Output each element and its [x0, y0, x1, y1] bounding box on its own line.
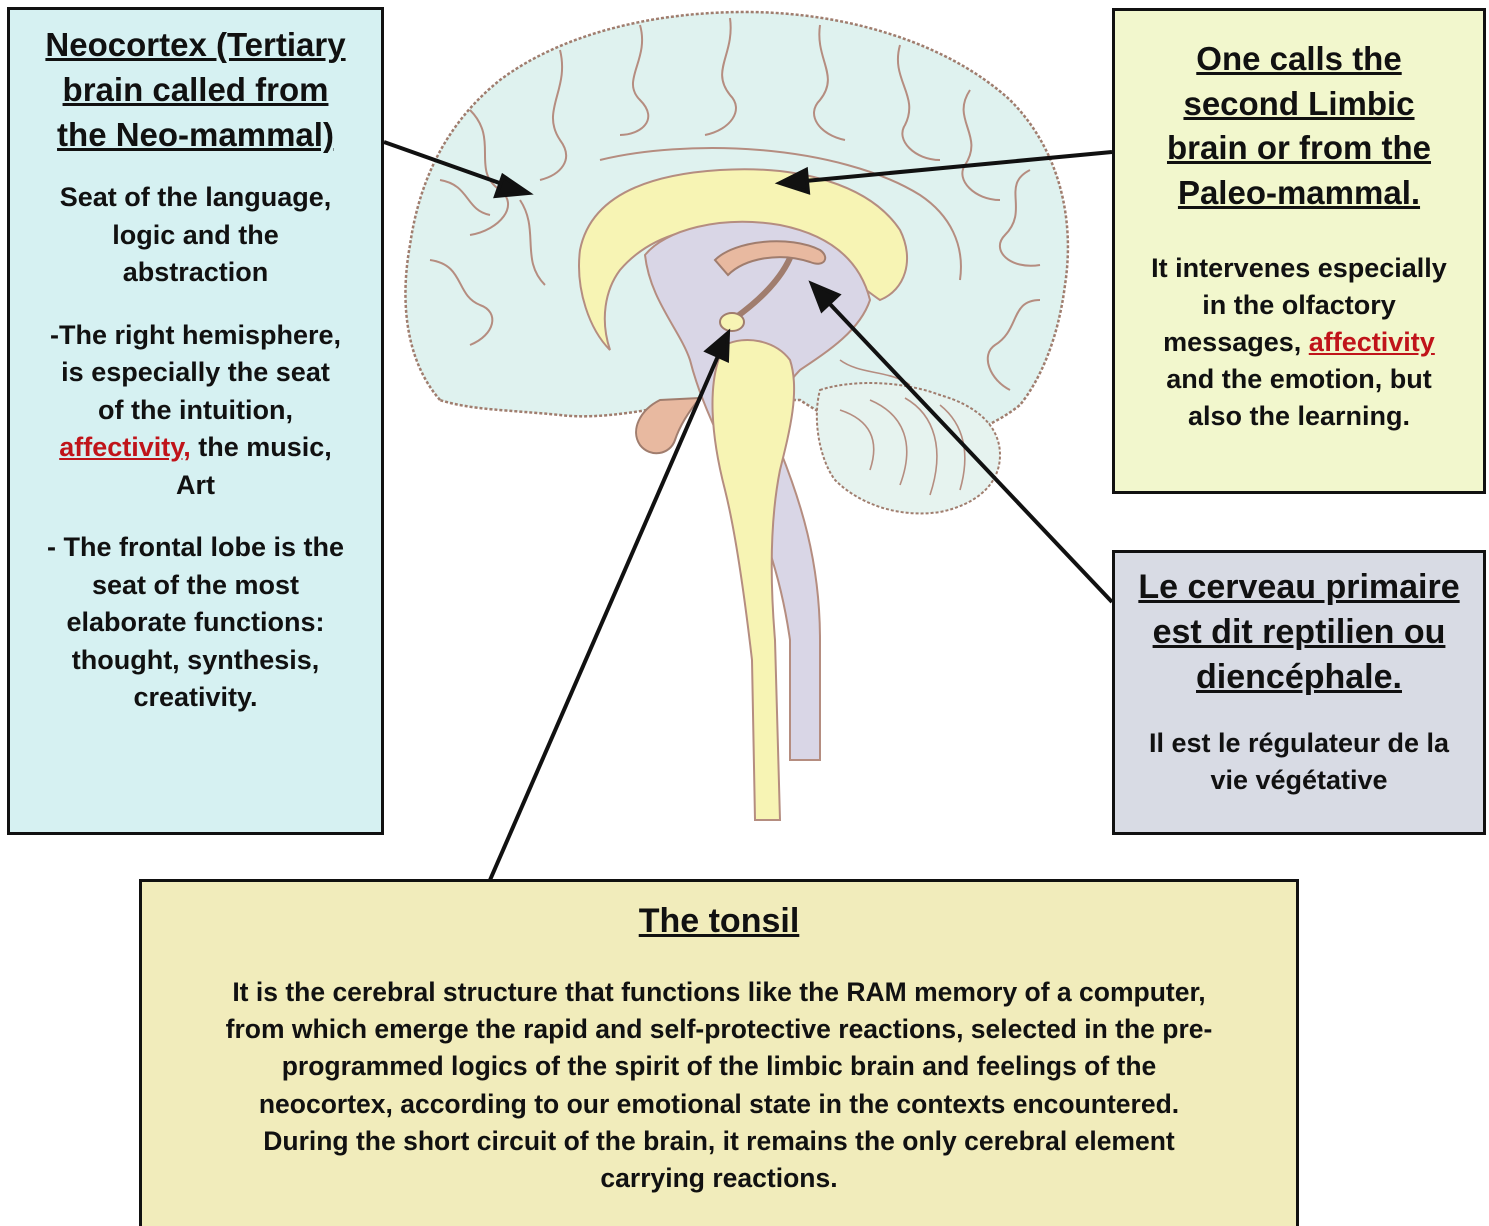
tonsil-box: The tonsil It is the cerebral structure … — [139, 879, 1299, 1226]
limbic-description: It intervenes especially in the olfactor… — [1127, 250, 1471, 435]
neocortex-box: Neocortex (Tertiary brain called from th… — [7, 7, 384, 835]
reptilian-title: Le cerveau primaire est dit reptilien ou… — [1125, 565, 1473, 700]
neocortex-hemisphere-text: -The right hemisphere, is especially the… — [24, 317, 367, 505]
affectivity-highlight: affectivity — [1309, 327, 1435, 357]
affectivity-highlight: affectivity, — [59, 432, 191, 462]
reptilian-box: Le cerveau primaire est dit reptilien ou… — [1112, 550, 1486, 835]
reptilian-description: Il est le régulateur de la vie végétativ… — [1125, 725, 1473, 799]
tonsil-title: The tonsil — [162, 898, 1276, 944]
tonsil-spot — [720, 313, 744, 331]
limbic-box: One calls the second Limbic brain or fro… — [1112, 8, 1486, 494]
tonsil-description: It is the cerebral structure that functi… — [162, 974, 1276, 1197]
neocortex-title: Neocortex (Tertiary brain called from th… — [24, 22, 367, 157]
neocortex-frontal-text: - The frontal lobe is the seat of the mo… — [24, 529, 367, 717]
limbic-title: One calls the second Limbic brain or fro… — [1127, 37, 1471, 215]
neocortex-language-text: Seat of the language, logic and the abst… — [24, 179, 367, 292]
